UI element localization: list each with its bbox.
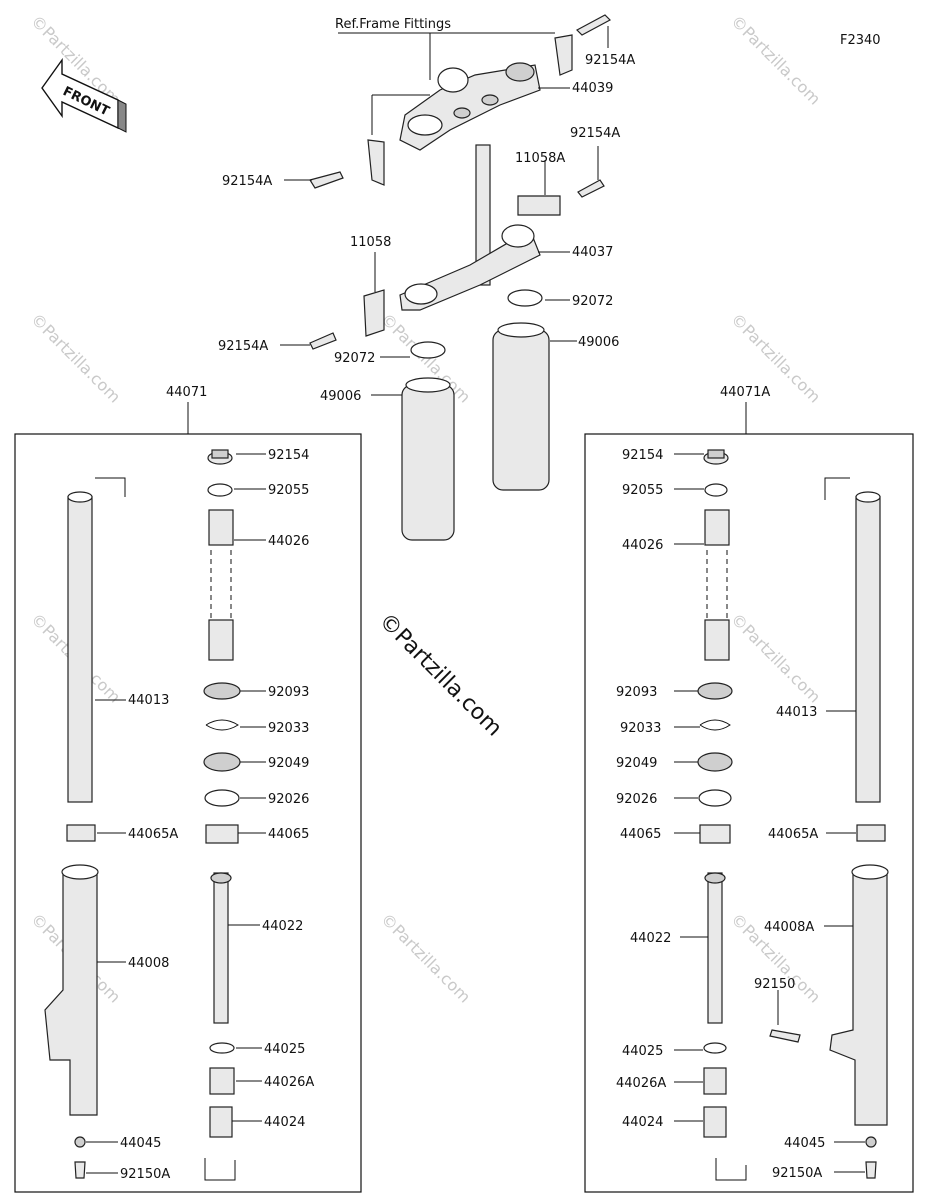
label-92154: 92154 bbox=[268, 448, 309, 463]
watermark-text: ©Partzilla.com bbox=[27, 309, 124, 406]
label-44037: 44037 bbox=[572, 245, 613, 260]
bolt-92154A bbox=[309, 171, 344, 189]
label-92150A: 92150A bbox=[772, 1166, 822, 1181]
label-92093: 92093 bbox=[616, 685, 657, 700]
center-watermark: ©Partzilla.com bbox=[374, 609, 507, 742]
label-92154A: 92154A bbox=[222, 174, 272, 189]
ref-leader bbox=[338, 32, 555, 135]
label-44022: 44022 bbox=[630, 931, 671, 946]
label-92154A: 92154A bbox=[218, 339, 268, 354]
upper-bracket-44039 bbox=[367, 34, 573, 186]
label-44026: 44026 bbox=[622, 538, 663, 553]
label-44039: 44039 bbox=[572, 81, 613, 96]
label-44065A: 44065A bbox=[128, 827, 178, 842]
label-92033: 92033 bbox=[268, 721, 309, 736]
clamp-92072 bbox=[410, 341, 446, 359]
left-fork-parts bbox=[44, 449, 241, 1181]
label-44026: 44026 bbox=[268, 534, 309, 549]
label-44024: 44024 bbox=[264, 1115, 305, 1130]
label-44045: 44045 bbox=[784, 1136, 825, 1151]
watermark-text: ©Partzilla.com bbox=[727, 11, 824, 108]
label-92033: 92033 bbox=[620, 721, 661, 736]
label-44025: 44025 bbox=[622, 1044, 663, 1059]
bolt-92154A bbox=[309, 332, 337, 350]
lower-bracket-44037 bbox=[363, 144, 561, 337]
label-92055: 92055 bbox=[268, 483, 309, 498]
label-44013: 44013 bbox=[776, 705, 817, 720]
label-92154: 92154 bbox=[622, 448, 663, 463]
label-11058: 11058 bbox=[350, 235, 391, 250]
label-92072: 92072 bbox=[572, 294, 613, 309]
top-leaders bbox=[280, 26, 609, 396]
label-44071: 44071 bbox=[166, 385, 207, 400]
diagram-code: F2340 bbox=[840, 33, 881, 48]
left-fork-group-frame bbox=[14, 433, 362, 1193]
label-44022: 44022 bbox=[262, 919, 303, 934]
watermark-text: ©Partzilla.com bbox=[377, 909, 474, 1006]
label-44026A: 44026A bbox=[616, 1076, 666, 1091]
label-92049: 92049 bbox=[616, 756, 657, 771]
bolt-92154A bbox=[577, 179, 605, 198]
label-49006: 49006 bbox=[320, 389, 361, 404]
label-44065: 44065 bbox=[268, 827, 309, 842]
label-92154A: 92154A bbox=[585, 53, 635, 68]
label-92055: 92055 bbox=[622, 483, 663, 498]
label-44065A: 44065A bbox=[768, 827, 818, 842]
label-92049: 92049 bbox=[268, 756, 309, 771]
bolt-92154A bbox=[576, 14, 611, 36]
label-92072: 92072 bbox=[334, 351, 375, 366]
ref-frame-note: Ref.Frame Fittings bbox=[335, 17, 451, 32]
label-92026: 92026 bbox=[616, 792, 657, 807]
label-44008: 44008 bbox=[128, 956, 169, 971]
label-92154A: 92154A bbox=[570, 126, 620, 141]
label-92026: 92026 bbox=[268, 792, 309, 807]
label-44013: 44013 bbox=[128, 693, 169, 708]
clamp-92072 bbox=[507, 289, 543, 307]
label-44065: 44065 bbox=[620, 827, 661, 842]
label-11058A: 11058A bbox=[515, 151, 565, 166]
group-leaders bbox=[187, 402, 747, 434]
label-44024: 44024 bbox=[622, 1115, 663, 1130]
label-44026A: 44026A bbox=[264, 1075, 314, 1090]
label-44071A: 44071A bbox=[720, 385, 770, 400]
label-92150: 92150 bbox=[754, 977, 795, 992]
fork-boot-49006 bbox=[492, 322, 550, 491]
label-44008A: 44008A bbox=[764, 920, 814, 935]
fork-boot-49006 bbox=[401, 377, 455, 541]
right-fork-group-frame bbox=[584, 433, 914, 1193]
label-44045: 44045 bbox=[120, 1136, 161, 1151]
right-fork-parts bbox=[697, 449, 889, 1181]
watermark-text: ©Partzilla.com bbox=[727, 609, 824, 706]
label-49006: 49006 bbox=[578, 335, 619, 350]
left-leaders bbox=[86, 453, 266, 1174]
right-leaders bbox=[674, 453, 865, 1173]
label-92150A: 92150A bbox=[120, 1167, 170, 1182]
label-92093: 92093 bbox=[268, 685, 309, 700]
label-44025: 44025 bbox=[264, 1042, 305, 1057]
